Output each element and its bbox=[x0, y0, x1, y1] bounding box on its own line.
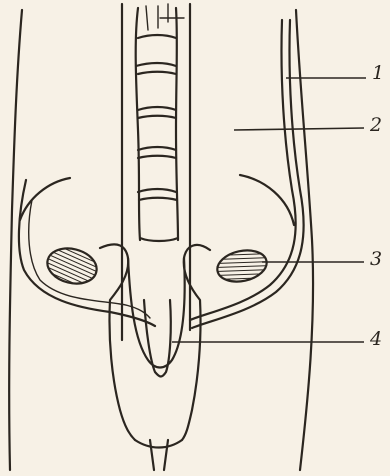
spinal-column bbox=[122, 4, 190, 340]
label-3: 3 bbox=[370, 250, 382, 269]
ovoid-right bbox=[214, 246, 269, 286]
label-4: 4 bbox=[370, 330, 382, 349]
leader-2 bbox=[234, 128, 364, 130]
ovoid-structures bbox=[44, 243, 270, 288]
label-1: 1 bbox=[372, 64, 384, 83]
label-2: 2 bbox=[370, 116, 382, 135]
lower-pouch bbox=[100, 244, 210, 470]
wall-layer bbox=[19, 20, 304, 328]
pelvic-crests bbox=[20, 175, 294, 225]
ovoid-left bbox=[44, 243, 101, 288]
